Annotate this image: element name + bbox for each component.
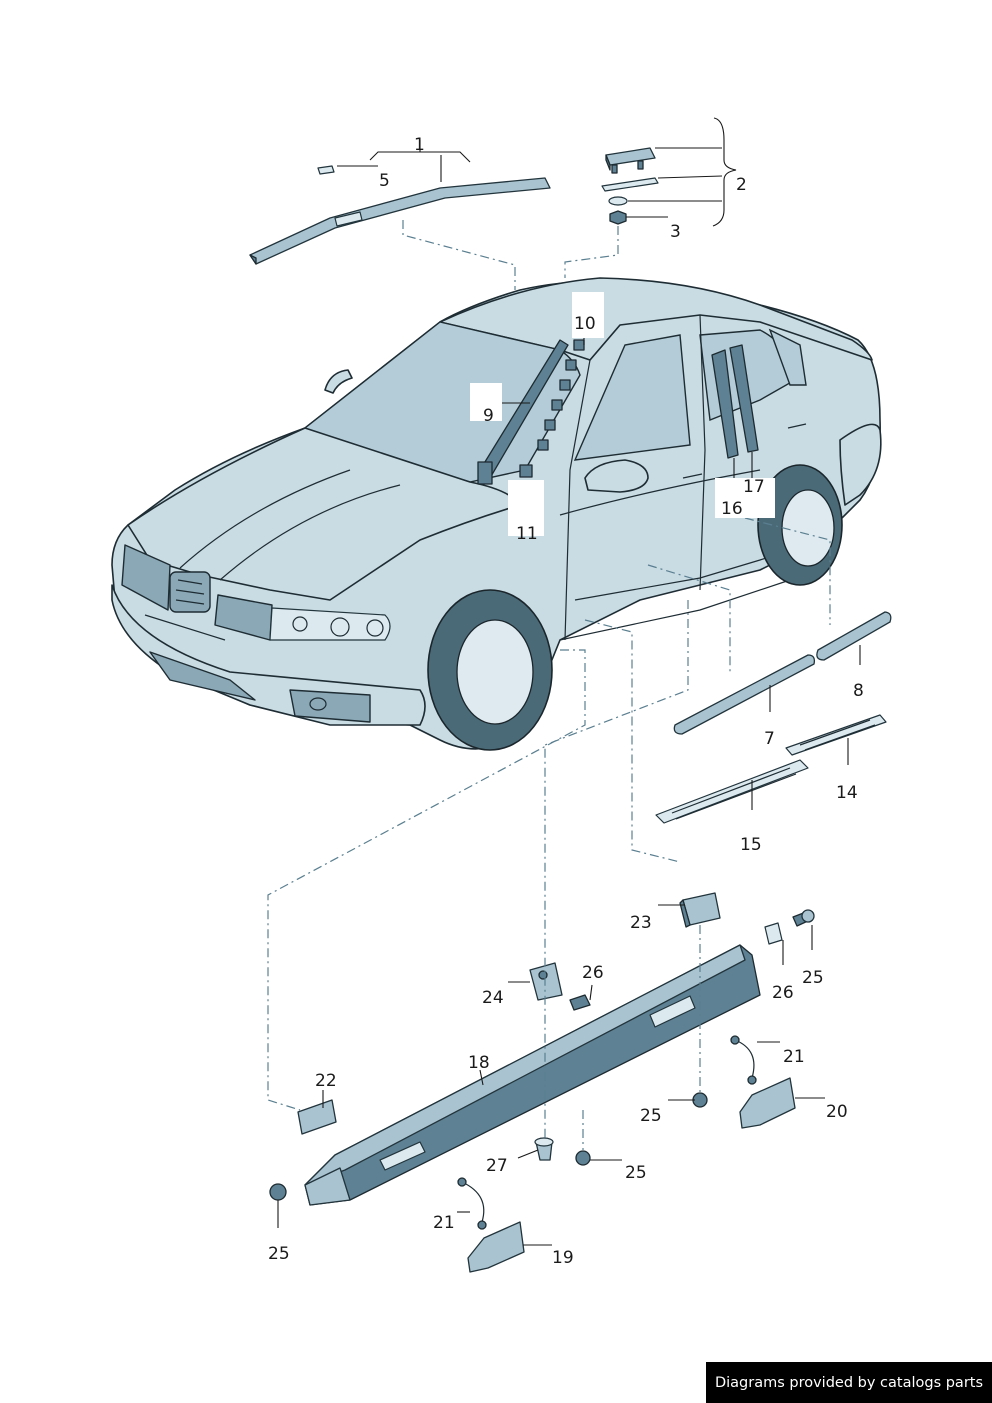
assembly-lines — [267, 220, 831, 1150]
label-15: 15 — [740, 835, 762, 855]
label-25-mid: 25 — [640, 1106, 662, 1126]
label-16: 16 — [721, 499, 743, 519]
label-bg-16-17 — [715, 478, 775, 518]
label-17: 17 — [743, 477, 765, 497]
rivet-27[interactable] — [534, 1137, 554, 1161]
label-20: 20 — [826, 1102, 848, 1122]
clip-22[interactable] — [297, 1099, 337, 1135]
label-7: 7 — [764, 729, 775, 749]
bracket-24[interactable] — [529, 962, 563, 1001]
screw-25-low[interactable] — [575, 1150, 591, 1166]
clip-26-left[interactable] — [569, 994, 591, 1011]
roof-moulding[interactable] — [249, 177, 551, 265]
label-bg-10 — [572, 292, 604, 338]
gasket-2[interactable] — [601, 177, 659, 192]
label-26-right: 26 — [772, 983, 794, 1003]
label-14: 14 — [836, 783, 858, 803]
brace-2 — [712, 117, 737, 227]
clip-26-right[interactable] — [764, 922, 783, 945]
label-10: 10 — [574, 314, 596, 334]
cable-21-left[interactable] — [457, 1177, 487, 1230]
label-9: 9 — [483, 406, 494, 426]
label-21-left: 21 — [433, 1213, 455, 1233]
door-moulding-front[interactable] — [673, 654, 816, 735]
side-skirt[interactable] — [304, 944, 761, 1206]
label-26-left: 26 — [582, 963, 604, 983]
label-21-right: 21 — [783, 1047, 805, 1067]
label-bg-11 — [508, 480, 544, 536]
end-cap-19[interactable] — [467, 1221, 525, 1273]
screw-25-mid[interactable] — [692, 1092, 708, 1108]
label-8: 8 — [853, 681, 864, 701]
credit-banner: Diagrams provided by catalogs parts — [706, 1362, 992, 1403]
sill-plate-rear[interactable] — [785, 714, 887, 756]
screw-25-top[interactable] — [792, 909, 815, 927]
end-cap-20[interactable] — [739, 1077, 796, 1129]
label-2: 2 — [736, 175, 747, 195]
label-25-left: 25 — [268, 1244, 290, 1264]
part-labels: 1 2 3 5 10 9 11 17 16 8 7 14 15 23 26 24… — [268, 135, 864, 1268]
screw-25-left[interactable] — [269, 1183, 287, 1201]
bracket-23[interactable] — [679, 892, 721, 928]
label-3: 3 — [670, 222, 681, 242]
label-1: 1 — [414, 135, 425, 155]
clip-5[interactable] — [317, 165, 335, 175]
door-moulding-rear[interactable] — [816, 611, 892, 661]
label-25-top: 25 — [802, 968, 824, 988]
label-18: 18 — [468, 1053, 490, 1073]
label-22: 22 — [315, 1071, 337, 1091]
label-11: 11 — [516, 524, 538, 544]
nut-3[interactable] — [609, 210, 627, 225]
label-24: 24 — [482, 988, 504, 1008]
label-19: 19 — [552, 1248, 574, 1268]
cable-21-right[interactable] — [730, 1035, 757, 1085]
roof-rack-mount[interactable] — [605, 147, 656, 174]
label-25-low: 25 — [625, 1163, 647, 1183]
label-5: 5 — [379, 171, 390, 191]
label-27: 27 — [486, 1156, 508, 1176]
sill-plate-front[interactable] — [655, 759, 809, 824]
label-bg-9 — [470, 383, 502, 421]
leader-lines — [277, 140, 861, 1246]
label-23: 23 — [630, 913, 652, 933]
washer-2[interactable] — [608, 196, 628, 206]
car-body — [111, 277, 882, 751]
